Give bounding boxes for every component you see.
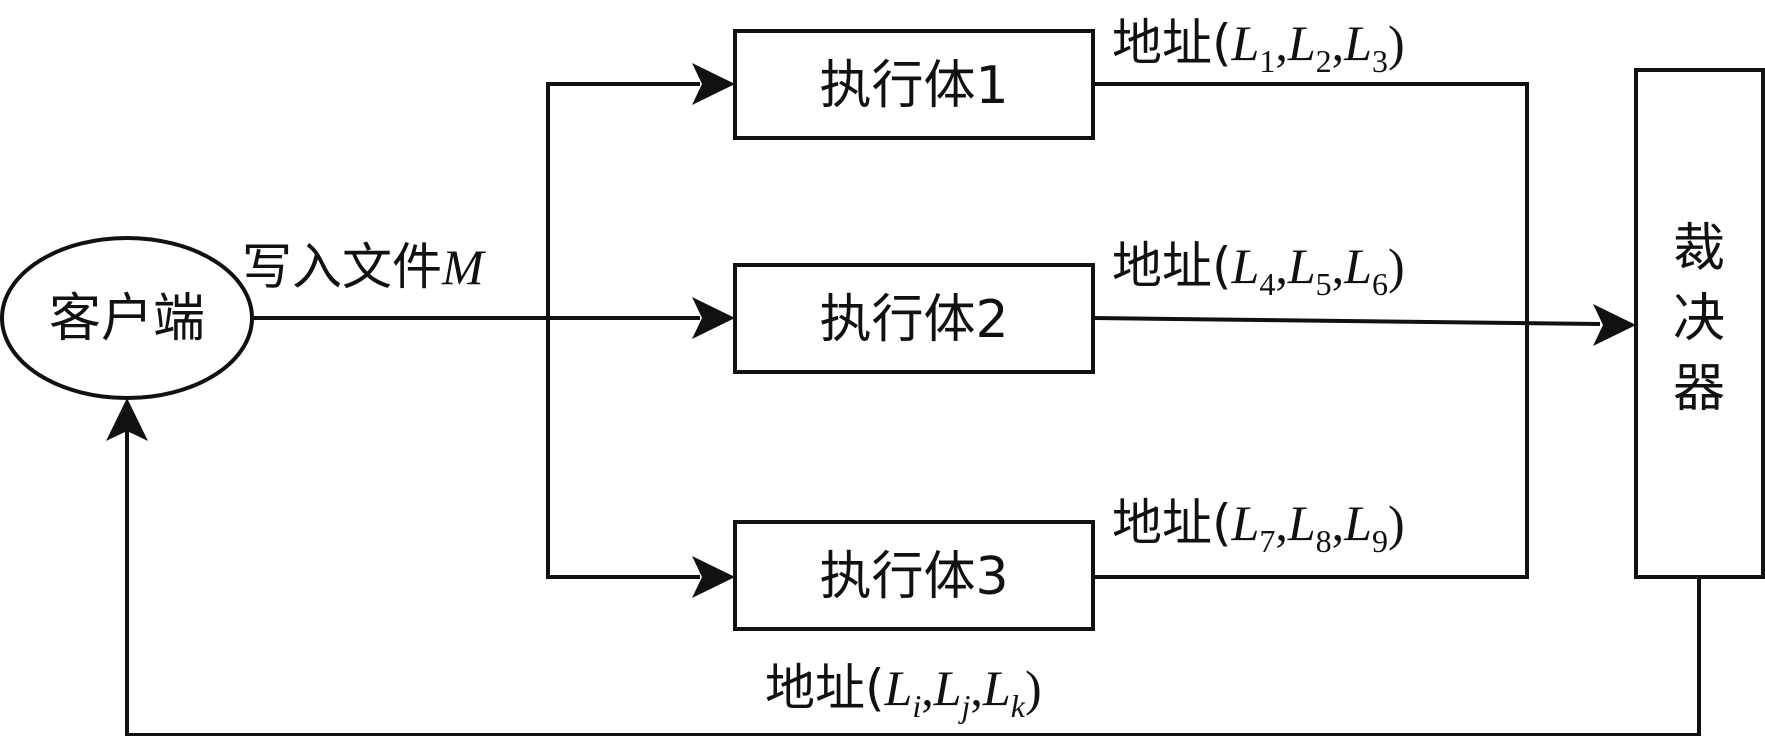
address-label-1-sub-3: 3	[1372, 43, 1388, 79]
edge-executor3-to-collector	[1093, 320, 1529, 579]
address-label-output-sub-2: j	[958, 688, 971, 724]
executor3-label: 执行体3	[819, 547, 1008, 607]
address-label-1-comma-2: ,	[1332, 15, 1345, 71]
address-label-2-sub-2: 5	[1316, 266, 1332, 302]
address-label-1-var-3: L	[1343, 15, 1372, 71]
address-label-3-suffix: )	[1388, 495, 1405, 551]
arrowhead-arbiter	[1593, 304, 1636, 346]
address-label-3-sub-1: 7	[1259, 523, 1275, 559]
address-label-1-comma-1: ,	[1275, 15, 1288, 71]
address-label-2: 地址(L4,L5,L6)	[1112, 237, 1405, 302]
address-label-2-var-2: L	[1287, 238, 1316, 294]
arbiter-label-char-1: 裁	[1673, 219, 1725, 279]
address-label-3: 地址(L7,L8,L9)	[1112, 494, 1405, 559]
address-label-2-sub-1: 4	[1259, 266, 1275, 302]
address-label-output-sub-1: i	[912, 688, 921, 724]
edge-executor1-to-collector	[1093, 82, 1529, 326]
address-label-output-comma-1: ,	[921, 660, 934, 716]
address-label-3-comma-2: ,	[1332, 495, 1345, 551]
address-label-3-sub-2: 8	[1316, 523, 1332, 559]
address-label-1: 地址(L1,L2,L3)	[1112, 14, 1405, 79]
address-label-3-var-3: L	[1343, 495, 1372, 551]
address-label-2-comma-1: ,	[1275, 238, 1288, 294]
executor2-node	[733, 263, 1095, 374]
edge-executor2-to-arbiter	[1092, 316, 1601, 326]
address-label-output-comma-2: ,	[970, 660, 983, 716]
arbiter-label-char-2: 决	[1673, 289, 1725, 349]
address-label-3-var-2: L	[1287, 495, 1316, 551]
arrowhead-executor1	[692, 63, 735, 105]
address-label-3-prefix: 地址(	[1112, 494, 1232, 552]
address-label-output-sub-3: k	[1011, 688, 1026, 724]
executor1-node	[733, 29, 1095, 140]
address-label-output-suffix: )	[1025, 660, 1042, 716]
address-label-output-prefix: 地址(	[765, 659, 885, 717]
address-label-output-var-1: L	[884, 660, 913, 716]
address-label-1-var-2: L	[1287, 15, 1316, 71]
executor1-label: 执行体1	[819, 56, 1008, 116]
address-label-1-sub-2: 2	[1316, 43, 1332, 79]
address-label-1-suffix: )	[1388, 15, 1405, 71]
address-label-2-suffix: )	[1388, 238, 1405, 294]
address-label-2-var-1: L	[1231, 238, 1260, 294]
address-label-output: 地址(Li,Lj,Lk)	[765, 659, 1042, 724]
address-label-1-var-1: L	[1231, 15, 1260, 71]
executor2-label: 执行体2	[819, 290, 1008, 350]
client-node	[0, 236, 254, 400]
client-label: 客户端	[49, 289, 205, 349]
address-label-2-prefix: 地址(	[1112, 237, 1232, 295]
arbiter-label-char-3: 器	[1673, 359, 1725, 419]
address-label-3-var-1: L	[1231, 495, 1260, 551]
write-file-prefix: 写入文件	[242, 238, 442, 296]
arbiter-node	[1634, 68, 1765, 579]
write-file-var: M	[441, 239, 486, 295]
address-label-output-var-3: L	[982, 660, 1011, 716]
address-label-2-comma-2: ,	[1332, 238, 1345, 294]
executor3-node	[733, 520, 1095, 631]
address-label-2-sub-3: 6	[1372, 266, 1388, 302]
arrowhead-client	[106, 398, 148, 441]
address-label-2-var-3: L	[1343, 238, 1372, 294]
edge-arbiter-to-client	[125, 430, 1701, 736]
address-label-1-sub-1: 1	[1259, 43, 1275, 79]
address-label-3-sub-3: 9	[1372, 523, 1388, 559]
address-label-3-comma-1: ,	[1275, 495, 1288, 551]
address-label-1-prefix: 地址(	[1112, 14, 1232, 72]
address-label-output-var-2: L	[933, 660, 962, 716]
write-file-label: 写入文件M	[242, 238, 486, 296]
arrowhead-executor3	[692, 556, 735, 598]
arrowhead-executor2	[692, 297, 735, 339]
